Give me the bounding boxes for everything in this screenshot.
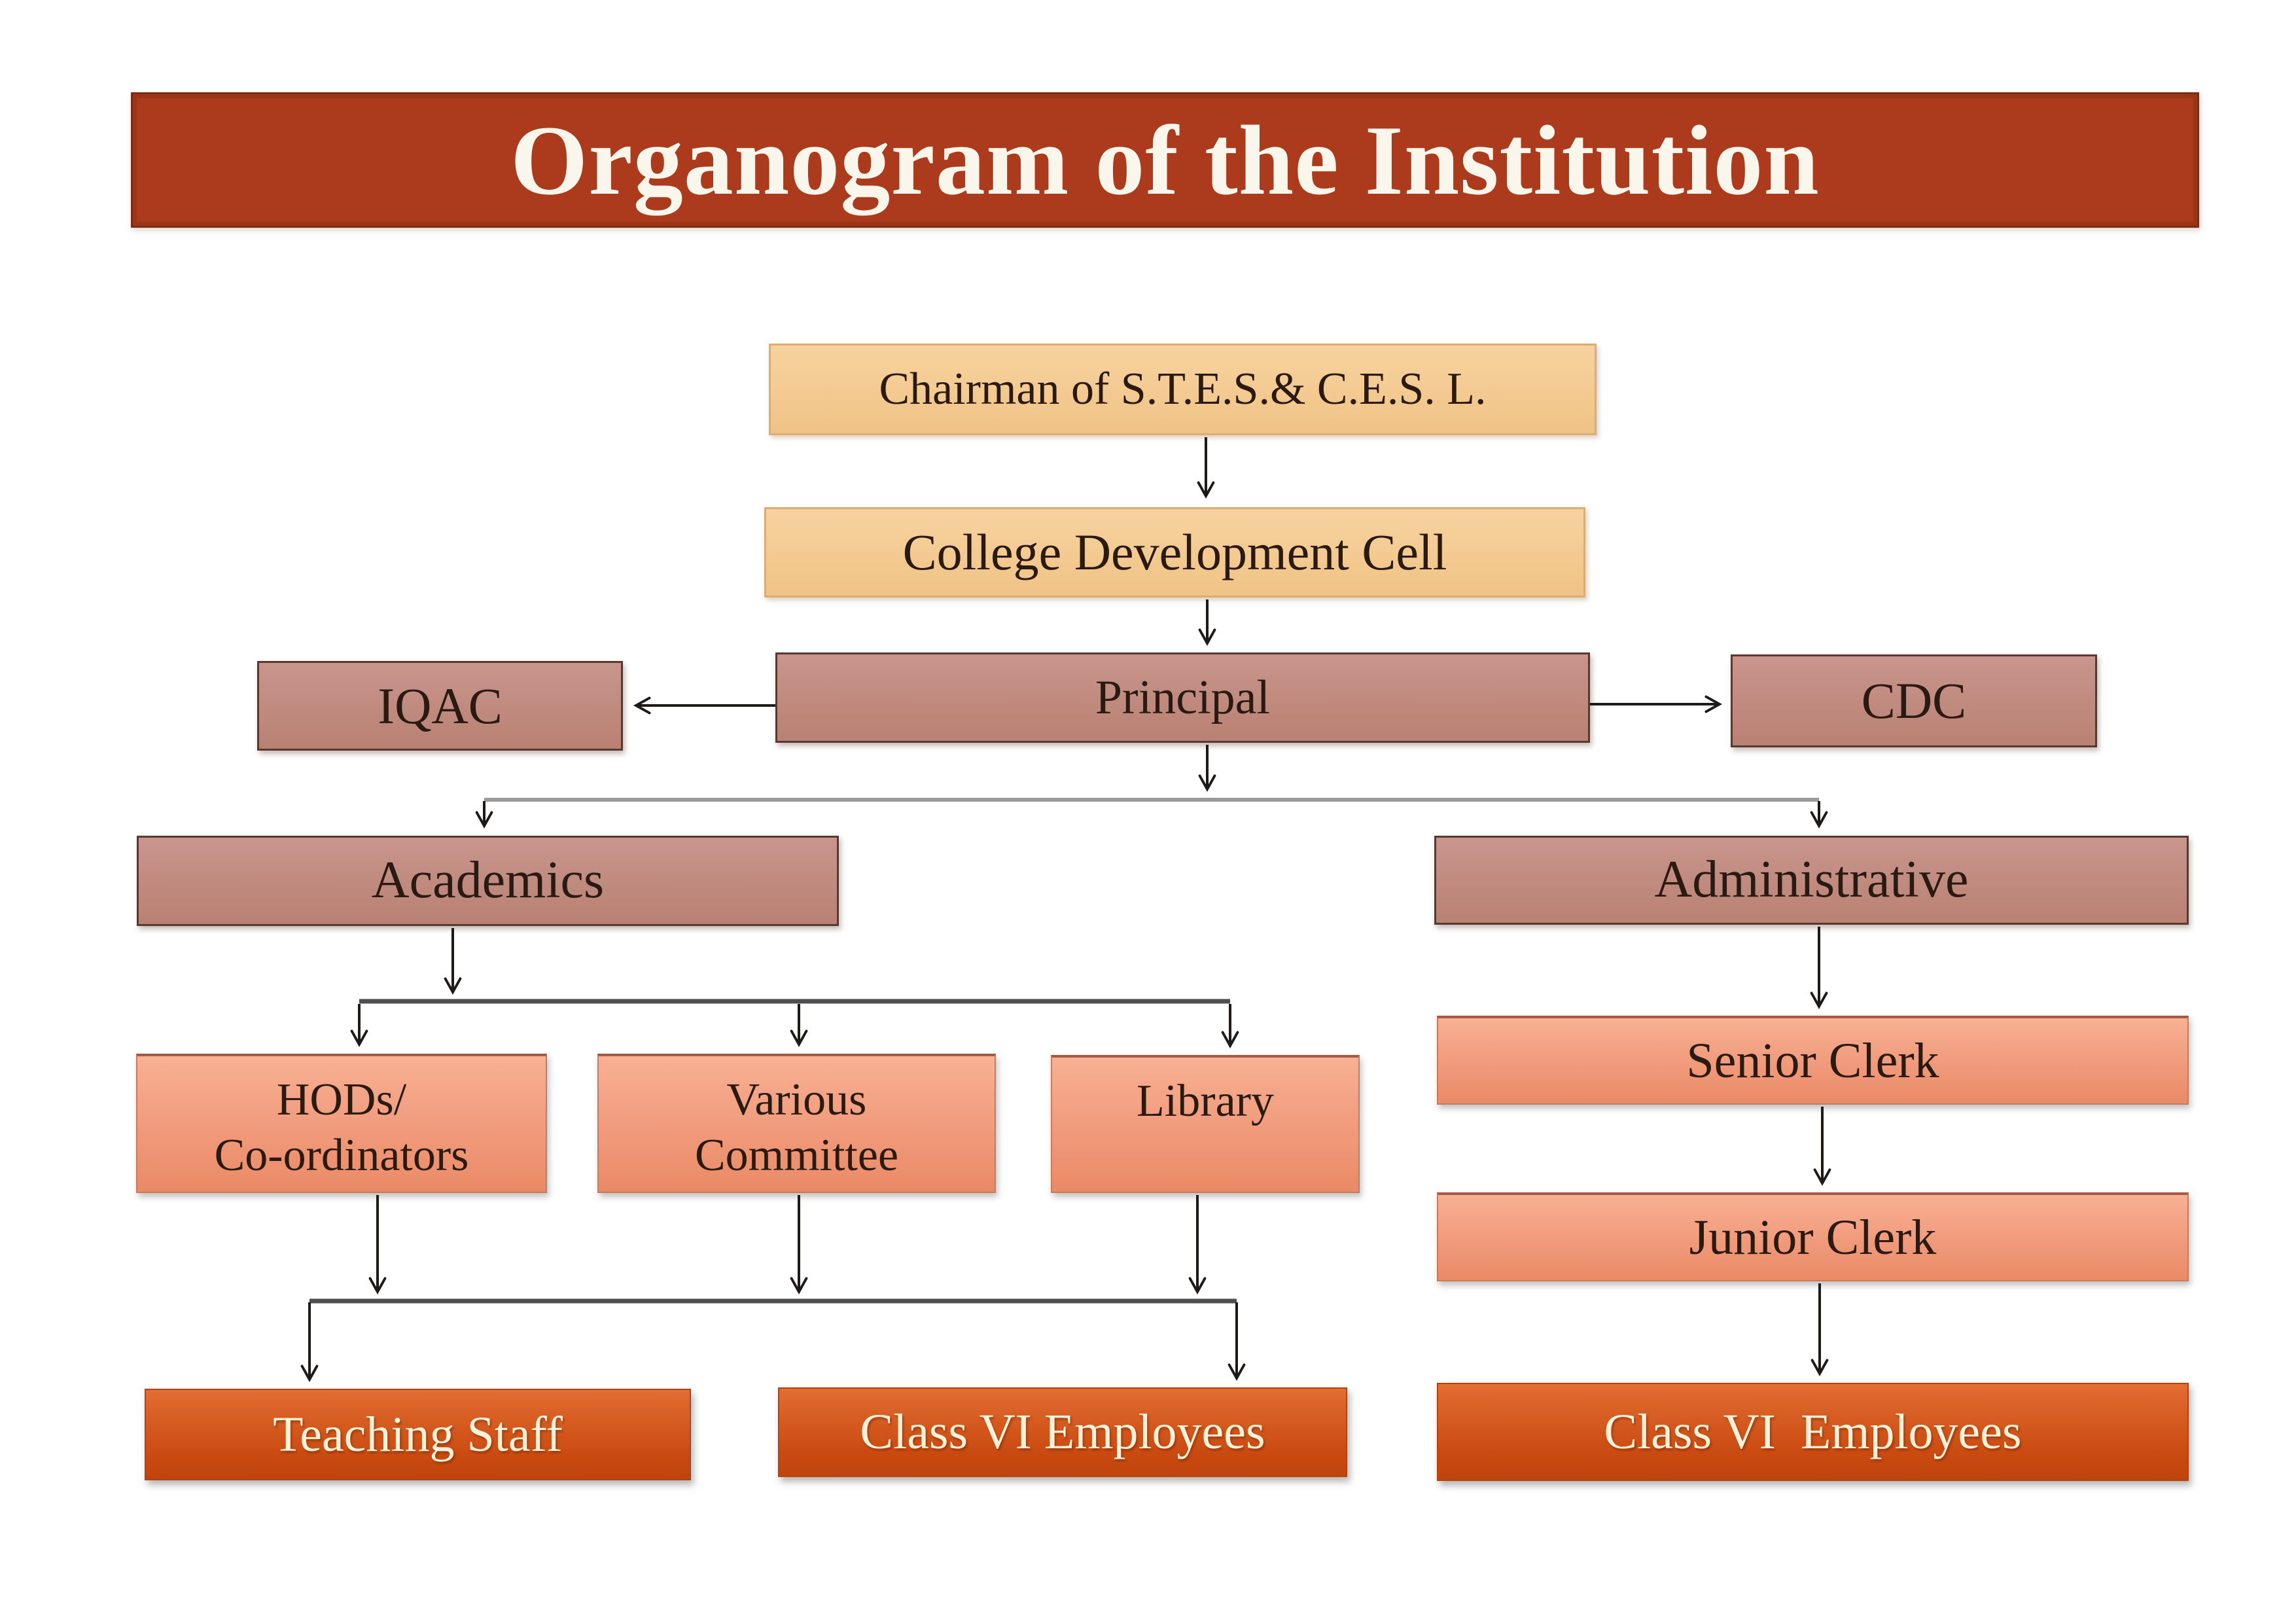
node-iqac: IQAC bbox=[257, 661, 623, 751]
node-hods-coordinators: HODs/ Co-ordinators bbox=[136, 1054, 547, 1193]
node-junior-clerk-label: Junior Clerk bbox=[1689, 1209, 1937, 1265]
node-class-vi-employees-academic: Class VI Employees bbox=[778, 1387, 1347, 1477]
node-chairman-label: Chairman of S.T.E.S.& C.E.S. L. bbox=[879, 364, 1487, 415]
node-academics-label: Academics bbox=[371, 851, 605, 910]
node-administrative-label: Administrative bbox=[1654, 851, 1969, 909]
node-administrative: Administrative bbox=[1434, 836, 2189, 925]
node-iqac-label: IQAC bbox=[378, 677, 503, 734]
node-senior-clerk-label: Senior Clerk bbox=[1686, 1033, 1939, 1088]
node-principal: Principal bbox=[775, 652, 1590, 743]
node-college-development-cell: College Development Cell bbox=[764, 507, 1585, 597]
node-junior-clerk: Junior Clerk bbox=[1437, 1192, 2189, 1281]
node-college-development-cell-label: College Development Cell bbox=[902, 524, 1447, 581]
page-title-banner: Organogram of the Institution bbox=[131, 92, 2199, 228]
node-academics: Academics bbox=[137, 836, 839, 926]
node-library: Library bbox=[1051, 1055, 1360, 1193]
node-library-label: Library bbox=[1137, 1076, 1274, 1126]
node-teaching-staff: Teaching Staff bbox=[145, 1389, 691, 1480]
node-teaching-staff-label: Teaching Staff bbox=[273, 1406, 563, 1462]
node-various-committee: Various Committee bbox=[597, 1054, 996, 1193]
node-principal-label: Principal bbox=[1095, 670, 1271, 724]
node-senior-clerk: Senior Clerk bbox=[1437, 1016, 2189, 1105]
node-class-vi-employees-admin-label: Class VI Employees bbox=[1604, 1404, 2022, 1459]
node-class-vi-employees-admin: Class VI Employees bbox=[1437, 1383, 2189, 1481]
node-class-vi-employees-academic-label: Class VI Employees bbox=[860, 1404, 1265, 1460]
node-chairman: Chairman of S.T.E.S.& C.E.S. L. bbox=[769, 344, 1597, 435]
node-various-committee-label: Various Committee bbox=[694, 1075, 899, 1181]
node-hods-coordinators-label: HODs/ Co-ordinators bbox=[214, 1075, 469, 1181]
node-cdc-label: CDC bbox=[1861, 672, 1967, 730]
page-title: Organogram of the Institution bbox=[510, 105, 1820, 215]
node-cdc: CDC bbox=[1731, 654, 2097, 747]
